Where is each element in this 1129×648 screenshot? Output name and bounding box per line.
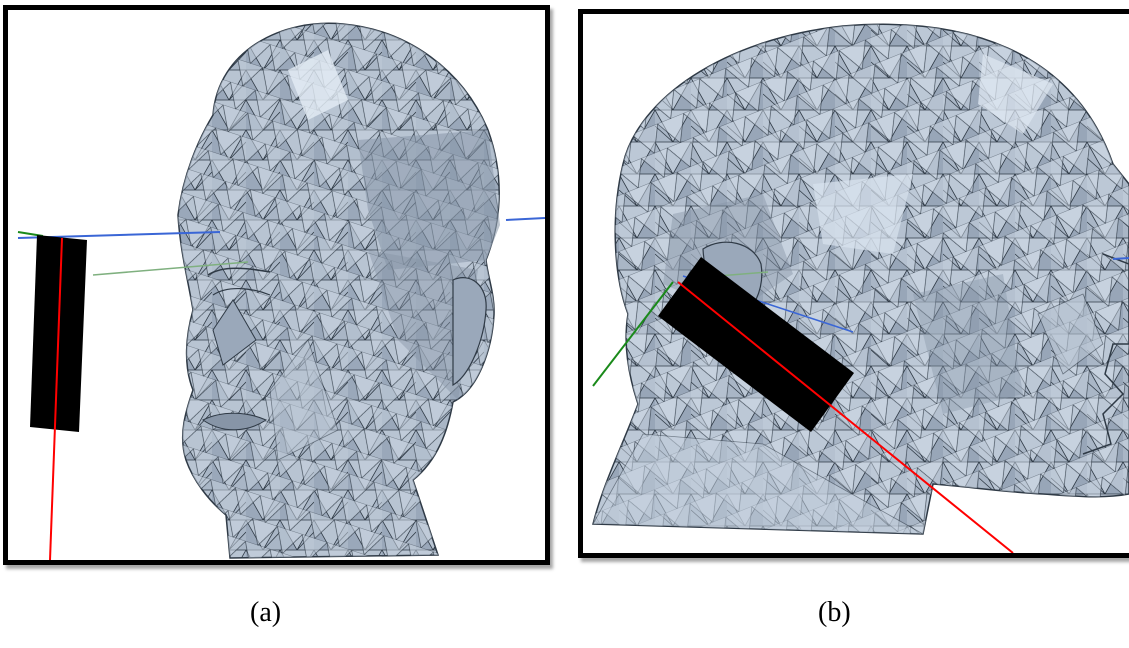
axis-red-b bbox=[677, 281, 1014, 553]
panel-a-viewport[interactable] bbox=[3, 5, 550, 565]
axis-green-faint-a bbox=[92, 261, 249, 276]
axis-blue-a-right bbox=[505, 217, 545, 221]
axis-red-a bbox=[49, 237, 63, 560]
caption-a: (a) bbox=[250, 597, 282, 628]
axis-blue-b-right bbox=[1112, 257, 1129, 260]
panel-b-viewport[interactable] bbox=[578, 9, 1129, 558]
axis-green-b bbox=[592, 281, 674, 387]
head-mesh-b bbox=[592, 23, 1129, 535]
ear-a bbox=[452, 277, 487, 387]
axis-green-faint-b bbox=[717, 271, 769, 277]
head-mesh-view-a bbox=[17, 22, 545, 560]
head-mesh-a bbox=[177, 22, 500, 559]
caption-b: (b) bbox=[818, 597, 851, 628]
head-mesh-view-b bbox=[592, 23, 1129, 553]
